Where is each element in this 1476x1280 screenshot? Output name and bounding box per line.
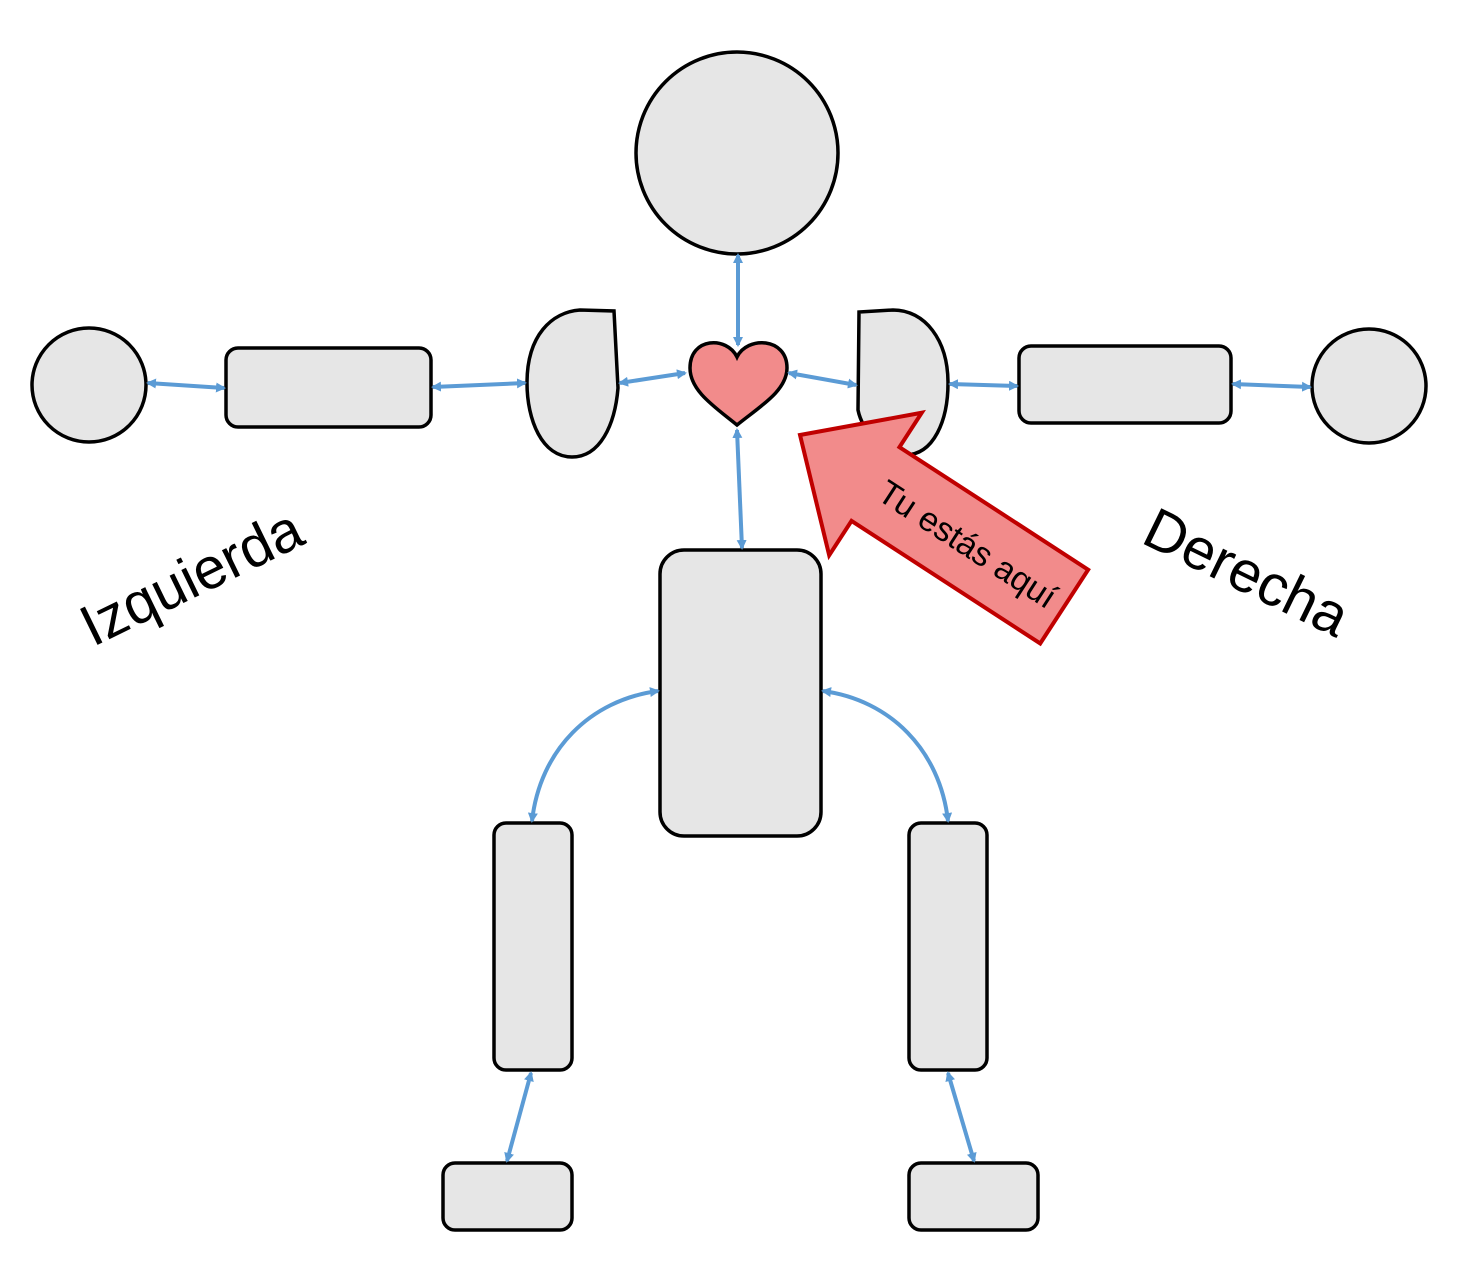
left-foot-rect — [441, 1161, 574, 1232]
connector-left-shoulder-arm — [431, 378, 527, 392]
right-arm-rect — [1017, 344, 1233, 425]
you-are-here-arrow-shape — [797, 409, 1091, 647]
connector-heart-right-shoulder — [787, 369, 858, 389]
left-side-label: Izquierda — [70, 496, 314, 659]
left-hand-circle — [30, 326, 148, 444]
connector-left-arm-hand — [146, 378, 226, 393]
left-leg-rect — [492, 821, 574, 1072]
connector-heart-torso — [732, 428, 747, 550]
connector-right-leg-foot — [945, 1071, 977, 1163]
left-shoulder-shape — [525, 308, 620, 459]
head-circle — [634, 50, 840, 256]
right-hand-circle — [1310, 327, 1428, 445]
connector-right-arm-hand — [1231, 379, 1312, 392]
torso-rect — [658, 548, 823, 838]
right-leg-rect — [907, 821, 989, 1072]
right-side-label: Derecha — [1134, 495, 1360, 650]
connector-torso-left-leg — [527, 687, 660, 823]
heart-icon — [688, 341, 789, 428]
right-foot-rect — [907, 1161, 1040, 1232]
connector-right-shoulder-arm — [948, 379, 1019, 391]
connector-left-leg-foot — [504, 1071, 534, 1163]
connector-heart-left-shoulder — [618, 369, 687, 387]
connector-torso-right-leg — [821, 687, 953, 823]
left-arm-rect — [224, 346, 433, 429]
